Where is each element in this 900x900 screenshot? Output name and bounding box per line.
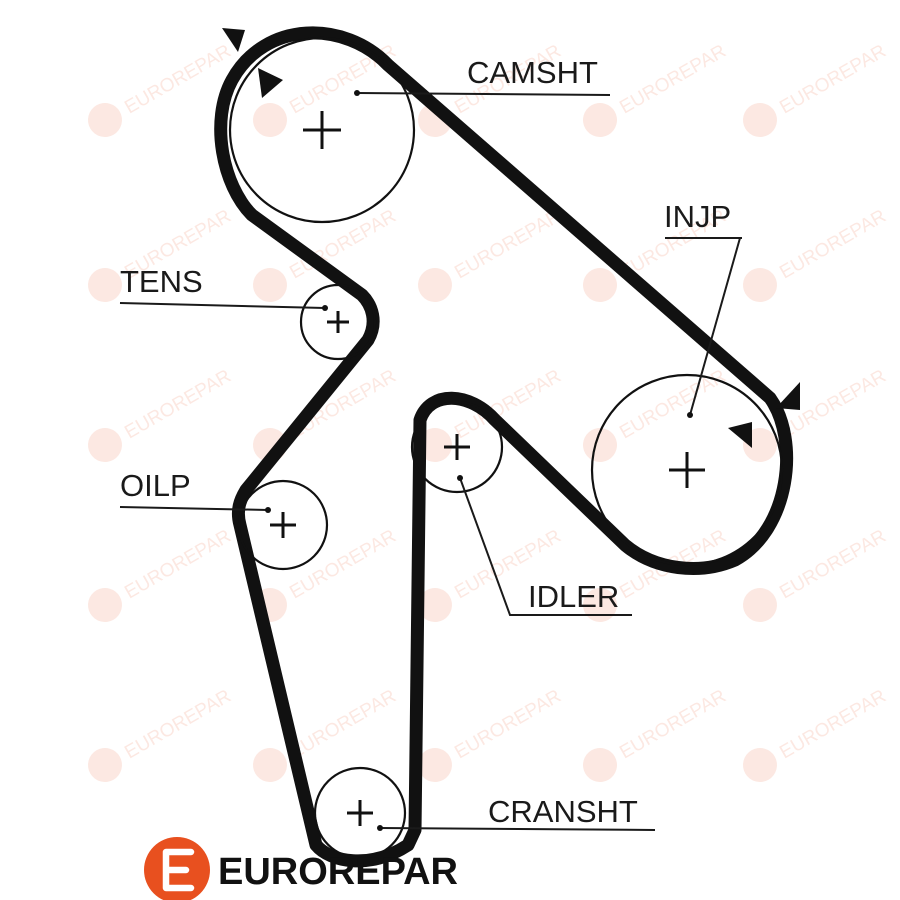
watermark-text: EUROREPAR [121, 366, 235, 444]
eurorepar-logo-icon [253, 268, 287, 302]
camshaft-pulley [228, 36, 416, 224]
eurorepar-logo-icon [583, 103, 617, 137]
crankshaft-pulley [313, 766, 407, 860]
eurorepar-logo-icon [88, 588, 122, 622]
eurorepar-logo-icon [583, 588, 617, 622]
eurorepar-logo-icon [743, 748, 777, 782]
watermark-text: EUROREPAR [451, 686, 565, 764]
leader-lines [119, 92, 742, 831]
brand-name: EUROREPAR [218, 851, 458, 893]
eurorepar-logo-icon [743, 268, 777, 302]
eurorepar-logo-icon [583, 428, 617, 462]
watermark-mark: EUROREPAR [743, 366, 890, 462]
leader-tens [119, 302, 326, 309]
tensioner-pulley [299, 283, 377, 361]
leader-injp [665, 237, 742, 416]
watermark-text: EUROREPAR [776, 526, 890, 604]
label-injp: INJP [664, 199, 731, 234]
eurorepar-logo-icon [253, 103, 287, 137]
watermark-text: EUROREPAR [451, 206, 565, 284]
watermark-mark: EUROREPAR [88, 526, 235, 622]
injection-pump-pulley [590, 373, 784, 567]
watermark-text: EUROREPAR [286, 686, 400, 764]
watermark-mark: EUROREPAR [583, 686, 730, 782]
leader-cransht [379, 827, 656, 831]
watermark-text: EUROREPAR [616, 686, 730, 764]
eurorepar-logo-icon [743, 103, 777, 137]
watermark-mark: EUROREPAR [253, 526, 400, 622]
watermark-mark: EUROREPAR [743, 206, 890, 302]
watermark-text: EUROREPAR [776, 206, 890, 284]
watermark-mark: EUROREPAR [743, 686, 890, 782]
eurorepar-logo-icon [418, 588, 452, 622]
watermark-text: EUROREPAR [616, 41, 730, 119]
timing-belt [214, 26, 793, 868]
watermark-mark: EUROREPAR [583, 366, 730, 462]
watermark-mark: EUROREPAR [583, 41, 730, 137]
watermark-text: EUROREPAR [616, 366, 730, 444]
watermark-mark: EUROREPAR [88, 686, 235, 782]
eurorepar-logo-icon [144, 837, 210, 900]
leader-dots [265, 90, 693, 831]
watermark-mark: EUROREPAR [743, 41, 890, 137]
timing-mark-arrow-icon [728, 422, 752, 448]
eurorepar-logo-icon [743, 588, 777, 622]
center-cross-icon [303, 111, 341, 149]
label-tens: TENS [120, 264, 203, 299]
center-cross-icon [444, 434, 470, 460]
watermark-mark: EUROREPAR [88, 366, 235, 462]
eurorepar-logo-icon [253, 748, 287, 782]
center-cross-icon [270, 512, 296, 538]
eurorepar-logo-icon [88, 748, 122, 782]
eurorepar-logo-icon [583, 268, 617, 302]
timing-mark-arrow-icon [222, 28, 245, 52]
watermark-mark: EUROREPAR [88, 41, 235, 137]
eurorepar-logo-icon [583, 748, 617, 782]
leader-camsht [356, 92, 611, 96]
eurorepar-logo-icon [88, 268, 122, 302]
timing-mark-arrow-icon [258, 68, 283, 98]
watermark-text: EUROREPAR [776, 686, 890, 764]
eurorepar-logo-icon [418, 748, 452, 782]
leader-idler [459, 477, 632, 616]
eurorepar-logo-icon [88, 428, 122, 462]
label-camsht: CAMSHT [467, 55, 598, 90]
eurorepar-logo-icon [418, 268, 452, 302]
leader-oilp [119, 506, 269, 511]
watermark-mark: EUROREPAR [253, 206, 400, 302]
watermark-text: EUROREPAR [121, 686, 235, 764]
watermark-mark: EUROREPAR [418, 686, 565, 782]
idler-pulley [410, 400, 504, 494]
timing-mark-arrow-icon [776, 382, 800, 410]
label-idler: IDLER [528, 579, 619, 614]
oil-pump-pulley [237, 479, 329, 571]
label-cransht: CRANSHT [488, 794, 638, 829]
eurorepar-logo-icon [88, 103, 122, 137]
watermark-text: EUROREPAR [121, 526, 235, 604]
brand-logo: EUROREPAR [144, 837, 458, 900]
eurorepar-logo-icon [418, 428, 452, 462]
center-cross-icon [327, 311, 349, 333]
watermark-mark: EUROREPAR [418, 206, 565, 302]
center-cross-icon [669, 452, 705, 488]
label-oilp: OILP [120, 468, 191, 503]
center-cross-icon [347, 800, 373, 826]
watermark-text: EUROREPAR [776, 41, 890, 119]
